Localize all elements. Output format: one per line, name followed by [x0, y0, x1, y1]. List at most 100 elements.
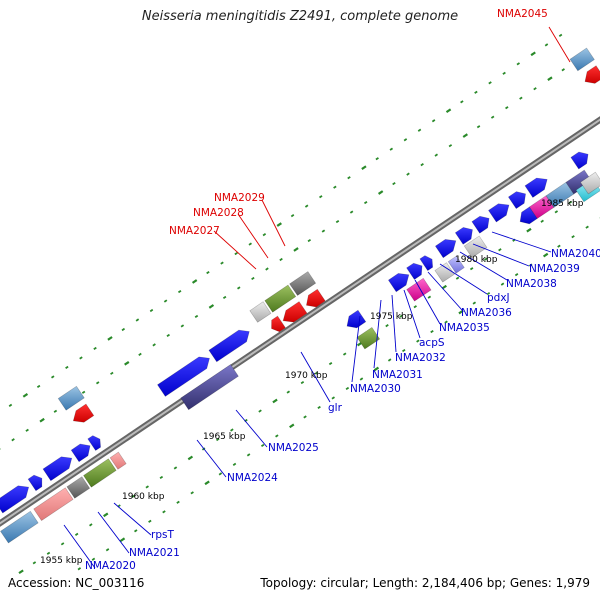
tick-mark — [290, 214, 295, 218]
gene-label-nma2024[interactable]: NMA2024 — [227, 472, 278, 484]
tick-mark — [571, 235, 575, 239]
gene-feature — [249, 301, 272, 323]
tick-mark — [79, 356, 83, 360]
tick-mark — [502, 71, 506, 75]
gene-label-nma2045[interactable]: NMA2045 — [497, 8, 548, 20]
tick-mark — [568, 200, 573, 204]
tick-mark — [392, 182, 396, 186]
gene-label-nma2036[interactable]: NMA2036 — [461, 307, 512, 319]
tick-mark — [279, 257, 283, 262]
tick-mark — [138, 352, 142, 356]
gene-label-nma2021[interactable]: NMA2021 — [129, 547, 180, 559]
gene-feature — [346, 309, 367, 329]
tick-mark — [544, 43, 549, 47]
leader-line — [97, 511, 130, 554]
tick-mark — [406, 172, 410, 176]
gene-label-nma2040[interactable]: NMA2040 — [551, 248, 600, 260]
tick-mark — [89, 523, 93, 527]
tick-mark — [526, 227, 532, 233]
gene-feature — [471, 215, 490, 234]
tick-mark — [93, 346, 97, 351]
tick-mark — [119, 537, 126, 543]
gene-label-acps[interactable]: acpS — [419, 337, 445, 349]
tick-mark — [328, 362, 333, 366]
tick-mark — [331, 396, 335, 400]
tick-mark — [303, 415, 307, 419]
tick-mark — [91, 557, 96, 561]
gene-feature — [208, 329, 250, 363]
tick-mark — [307, 238, 312, 243]
tick-mark — [234, 252, 238, 256]
gene-feature — [406, 277, 432, 302]
tick-mark — [427, 295, 432, 299]
tick-mark — [187, 455, 194, 461]
leader-line — [373, 299, 382, 369]
tick-mark — [445, 108, 452, 114]
tick-mark — [36, 384, 41, 388]
gene-feature — [580, 171, 600, 195]
tick-mark — [53, 409, 58, 413]
tick-mark — [208, 304, 215, 309]
gene-label-nma2031[interactable]: NMA2031 — [372, 369, 423, 381]
leader-line — [472, 243, 530, 267]
tick-mark — [375, 157, 379, 161]
scale-label: 1975 kbp — [370, 312, 413, 322]
tick-mark — [304, 204, 309, 208]
tick-mark — [246, 453, 251, 457]
gene-label-nma2029[interactable]: NMA2029 — [214, 192, 265, 204]
gene-label-nma2025[interactable]: NMA2025 — [268, 442, 319, 454]
tick-mark — [490, 115, 495, 119]
gene-label-nma2027[interactable]: NMA2027 — [169, 225, 220, 237]
gene-feature — [57, 385, 85, 411]
gene-label-nma2038[interactable]: NMA2038 — [506, 278, 557, 290]
tick-mark — [389, 147, 394, 151]
tick-mark — [373, 366, 380, 372]
gene-label-pdxj[interactable]: pdxJ — [487, 292, 510, 304]
tick-mark — [528, 263, 533, 267]
tick-mark — [176, 500, 180, 504]
tick-mark — [220, 261, 224, 265]
gene-feature — [356, 326, 381, 350]
tick-mark — [420, 163, 424, 167]
tick-mark — [162, 510, 166, 514]
tick-mark — [347, 176, 351, 180]
gene-label-nma2032[interactable]: NMA2032 — [395, 352, 446, 364]
gene-label-rpst[interactable]: rpsT — [151, 529, 174, 541]
tick-mark — [413, 305, 417, 309]
tick-mark — [333, 185, 337, 189]
tick-mark — [359, 377, 364, 381]
tick-mark — [484, 257, 488, 261]
gene-label-glr[interactable]: glr — [328, 402, 343, 414]
gene-features — [0, 47, 600, 544]
gene-feature — [419, 255, 434, 272]
tick-mark — [399, 314, 403, 318]
tick-mark — [177, 289, 182, 294]
gene-feature — [387, 273, 410, 293]
gene-feature — [271, 315, 286, 333]
gene-label-nma2035[interactable]: NMA2035 — [439, 322, 490, 334]
tick-mark — [533, 87, 537, 91]
gene-labels: NMA2020 NMA2021 rpsT NMA2024 NMA2025 NMA… — [85, 8, 600, 572]
tick-mark — [163, 299, 168, 303]
gene-label-nma2020[interactable]: NMA2020 — [85, 560, 136, 572]
gene-feature — [507, 191, 526, 210]
gene-feature — [0, 510, 39, 544]
tick-mark — [434, 153, 439, 157]
gene-feature — [306, 288, 326, 308]
gene-feature — [454, 227, 473, 245]
gene-feature — [72, 403, 95, 423]
gene-label-nma2030[interactable]: NMA2030 — [350, 383, 401, 395]
leader-line — [261, 199, 286, 247]
tick-mark — [135, 318, 140, 322]
tick-mark — [251, 276, 255, 281]
tick-mark — [25, 428, 29, 432]
gene-label-nma2028[interactable]: NMA2028 — [193, 207, 244, 219]
gene-label-nma2039[interactable]: NMA2039 — [529, 263, 580, 275]
leader-line — [439, 263, 488, 295]
tick-mark — [262, 233, 267, 237]
tick-mark — [77, 567, 82, 571]
tick-mark — [216, 437, 220, 442]
leader-line — [427, 271, 463, 311]
leader-line — [491, 231, 552, 253]
tick-mark — [124, 360, 130, 366]
